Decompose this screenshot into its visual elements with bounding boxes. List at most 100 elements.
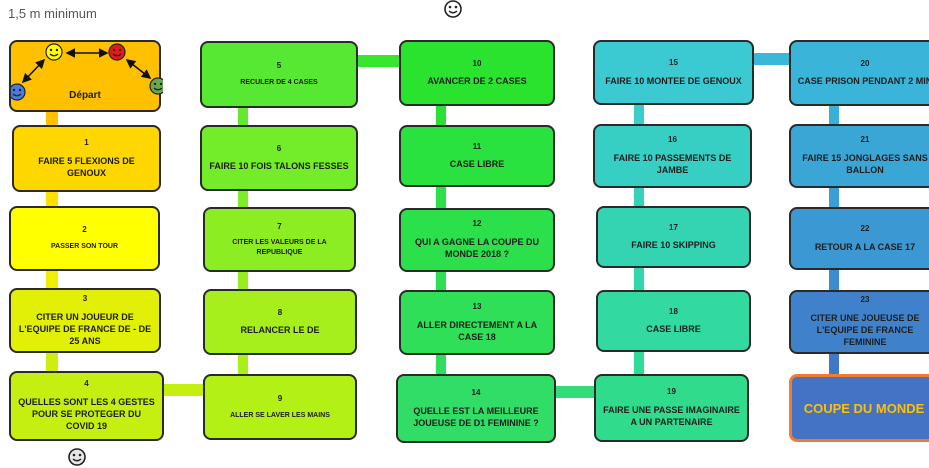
square-number: 1 — [84, 137, 89, 147]
square-text: CITER LES VALEURS DE LA REPUBLIQUE — [232, 239, 327, 256]
square-21: 21 FAIRE 15 JONGLAGES SANS BALLON — [789, 124, 929, 188]
square-number: 23 — [860, 295, 870, 305]
square-text: QUELLE EST LA MEILLEURE JOUEUSE DE D1 FE… — [413, 405, 539, 428]
square-6: 6 FAIRE 10 FOIS TALONS FESSES — [200, 125, 358, 191]
path-connector — [436, 186, 446, 210]
path-connector — [436, 105, 446, 127]
square-text: FAIRE 5 FLEXIONS DE GENOUX — [38, 155, 135, 178]
start-square: Départ — [9, 40, 163, 112]
square-text: QUELLES SONT LES 4 GESTES POUR SE PROTEG… — [18, 397, 155, 432]
green-smiley-icon — [149, 77, 163, 95]
square-number: 21 — [860, 135, 870, 145]
square-number: 3 — [82, 293, 88, 303]
square-1: 1 FAIRE 5 FLEXIONS DE GENOUX — [12, 125, 161, 192]
square-5: 5 RECULER DE 4 CASES — [200, 41, 358, 108]
square-text: RECULER DE 4 CASES — [240, 79, 318, 87]
square-12: 12 QUI A GAGNE LA COUPE DU MONDE 2018 ? — [399, 208, 555, 272]
blue-smiley-icon — [11, 83, 26, 101]
path-connector — [238, 107, 248, 126]
square-17: 17 FAIRE 10 SKIPPING — [596, 206, 751, 268]
square-number: 18 — [669, 306, 678, 316]
yellow-smiley-icon — [45, 43, 63, 61]
square-number: 12 — [472, 219, 482, 229]
path-connector — [46, 352, 58, 372]
path-connector — [829, 104, 839, 126]
start-label: Départ — [69, 90, 101, 101]
square-number: 13 — [472, 301, 482, 311]
square-number: 19 — [667, 387, 676, 397]
path-connector — [634, 186, 644, 208]
square-number: 10 — [472, 58, 482, 68]
square-number: 6 — [276, 143, 282, 153]
smiley-circle-diagram — [11, 43, 163, 101]
path-connector — [753, 53, 793, 65]
square-19: 19 FAIRE UNE PASSE IMAGINAIRE A UN PARTE… — [594, 374, 749, 442]
square-3: 3 CITER UN JOUEUR DE L'EQUIPE DE FRANCE … — [9, 288, 161, 353]
square-text: CASE LIBRE — [646, 324, 701, 335]
path-connector — [357, 55, 403, 67]
path-connector — [436, 270, 446, 292]
square-text: QUI A GAGNE LA COUPE DU MONDE 2018 ? — [414, 237, 539, 260]
square-15: 15 FAIRE 10 MONTEE DE GENOUX — [593, 40, 754, 105]
red-smiley-icon — [108, 43, 126, 61]
square-number: 20 — [860, 58, 870, 68]
square-number: 4 — [84, 379, 89, 389]
path-connector — [238, 190, 248, 208]
square-7: 7 CITER LES VALEURS DE LA REPUBLIQUE — [203, 207, 356, 272]
square-14: 14 QUELLE EST LA MEILLEURE JOUEUSE DE D1… — [396, 374, 556, 443]
square-text: FAIRE UNE PASSE IMAGINAIRE A UN PARTENAI… — [603, 405, 740, 428]
path-connector — [555, 386, 597, 398]
square-text: ALLER DIRECTEMENT A LA CASE 18 — [416, 319, 538, 342]
square-text: AVANCER DE 2 CASES — [427, 76, 527, 87]
square-4: 4 QUELLES SONT LES 4 GESTES POUR SE PROT… — [9, 371, 164, 441]
square-number: 17 — [669, 222, 678, 232]
path-connector — [634, 350, 644, 376]
path-connector — [829, 186, 839, 208]
smiley-icon — [444, 0, 462, 18]
square-number: 11 — [472, 141, 482, 151]
square-text: RETOUR A LA CASE 17 — [814, 241, 916, 252]
path-connector — [634, 104, 644, 126]
square-text: FAIRE 10 FOIS TALONS FESSES — [209, 161, 349, 172]
square-text: FAIRE 10 SKIPPING — [631, 240, 716, 251]
square-8: 8 RELANCER LE DE — [203, 289, 357, 355]
square-number: 7 — [277, 221, 282, 231]
path-connector — [829, 352, 839, 376]
square-text: FAIRE 15 JONGLAGES SANS BALLON — [802, 153, 928, 176]
path-connector — [46, 110, 58, 126]
square-9: 9 ALLER SE LAVER LES MAINS — [203, 374, 357, 440]
path-connector — [829, 268, 839, 292]
square-number: 16 — [668, 135, 677, 145]
square-text: PASSER SON TOUR — [50, 243, 119, 251]
square-text: ALLER SE LAVER LES MAINS — [230, 411, 330, 419]
square-number: 8 — [277, 307, 283, 317]
square-13: 13 ALLER DIRECTEMENT A LA CASE 18 — [399, 290, 555, 355]
square-number: 15 — [669, 58, 678, 68]
square-text: CITER UNE JOUEUSE DE L'EQUIPE DE FRANCE … — [810, 313, 920, 348]
path-connector — [634, 266, 644, 292]
path-connector — [46, 270, 58, 290]
square-2: 2 PASSER SON TOUR — [9, 206, 160, 271]
square-text: FAIRE 10 PASSEMENTS DE JAMBE — [613, 153, 732, 176]
square-number: 2 — [82, 225, 87, 235]
square-text: CASE LIBRE — [449, 159, 505, 170]
square-11: 11 CASE LIBRE — [399, 125, 555, 187]
square-10: 10 AVANCER DE 2 CASES — [399, 40, 555, 106]
path-connector — [436, 354, 446, 376]
path-connector — [46, 190, 58, 208]
path-connector — [164, 384, 206, 396]
square-text: CASE PRISON PENDANT 2 MIN — [797, 76, 929, 87]
square-16: 16 FAIRE 10 PASSEMENTS DE JAMBE — [593, 124, 752, 188]
square-text: FAIRE 10 MONTEE DE GENOUX — [605, 75, 742, 86]
square-23: 23 CITER UNE JOUEUSE DE L'EQUIPE DE FRAN… — [789, 290, 929, 354]
path-connector — [238, 270, 248, 290]
square-text: RELANCER LE DE — [240, 325, 320, 336]
square-22: 22 RETOUR A LA CASE 17 — [789, 207, 929, 270]
square-number: 22 — [860, 224, 870, 234]
smiley-icon — [68, 448, 86, 466]
path-connector — [238, 352, 248, 376]
square-18: 18 CASE LIBRE — [596, 290, 751, 352]
square-number: 14 — [471, 387, 481, 397]
square-number: 5 — [276, 61, 282, 71]
final-label: COUPE DU MONDE — [803, 400, 925, 416]
